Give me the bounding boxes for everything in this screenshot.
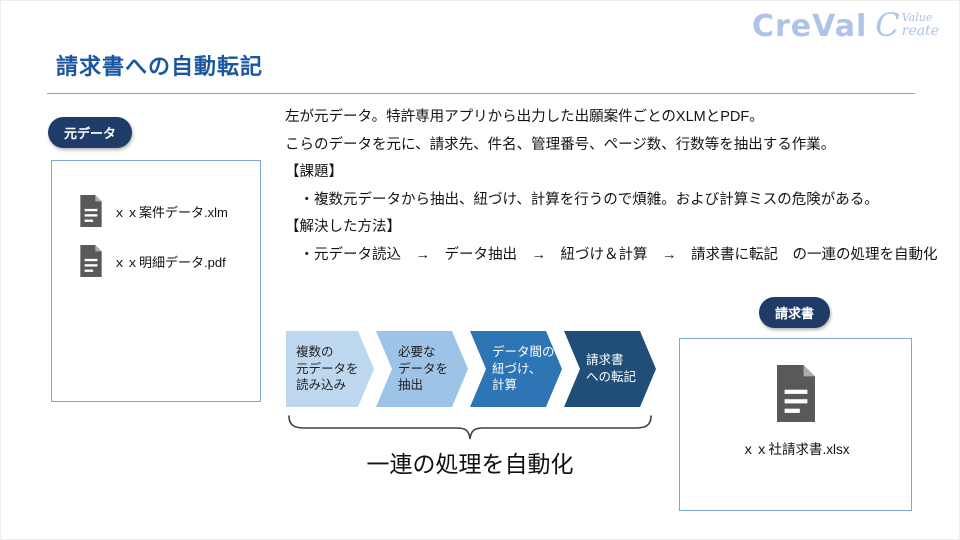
title-divider — [47, 93, 915, 94]
process-step-extract: 必要な データを 抽出 — [376, 331, 468, 407]
document-icon — [80, 195, 102, 227]
source-data-badge: 元データ — [48, 117, 133, 148]
logo-tagline-bottom: reate — [901, 22, 939, 39]
page-title: 請求書への自動転記 — [56, 54, 264, 79]
automation-caption: 一連の処理を自動化 — [366, 451, 574, 477]
process-step-link-calc: データ間の 紐づけ、 計算 — [470, 331, 562, 407]
description-block: 左が元データ。特許専用アプリから出力した出願案件ごとのXLMとPDF。 こらのデ… — [285, 104, 940, 269]
document-icon — [80, 245, 102, 277]
description-line: 【解決した方法】 — [285, 219, 401, 235]
logo-tagline: Value reate — [902, 12, 939, 38]
invoice-panel: ｘｘ社請求書.xlsx — [679, 338, 912, 511]
file-name: ｘｘ明細データ.pdf — [113, 254, 226, 270]
curly-brace — [288, 415, 652, 440]
description-line: 左が元データ。特許専用アプリから出力した出願案件ごとのXLMとPDF。 — [285, 109, 764, 125]
description-line: ・複数元データから抽出、紐づけ、計算を行うので煩雑。および計算ミスの危険がある。 — [285, 191, 879, 208]
process-step-read: 複数の 元データを 読み込み — [286, 331, 374, 407]
logo-wordmark: CreVal — [752, 9, 868, 44]
document-icon — [776, 365, 815, 422]
logo-tagline-top: Value — [901, 11, 933, 24]
creval-logo: CreVal C Value reate — [752, 9, 939, 44]
invoice-badge: 請求書 — [759, 297, 831, 328]
file-item: ｘｘ明細データ.pdf — [78, 245, 260, 277]
source-files-panel: ｘｘ案件データ.xlm ｘｘ明細データ.pdf — [51, 160, 261, 402]
process-flow: 複数の 元データを 読み込み 必要な データを 抽出 データ間の 紐づけ、 計算… — [286, 331, 656, 407]
file-name: ｘｘ案件データ.xlm — [113, 204, 228, 220]
description-line: 【課題】 — [285, 164, 343, 180]
logo-script-c: C — [875, 6, 900, 44]
description-line: こらのデータを元に、請求先、件名、管理番号、ページ数、行数等を抽出する作業。 — [285, 136, 836, 153]
file-name: ｘｘ社請求書.xlsx — [741, 442, 850, 457]
file-item: ｘｘ案件データ.xlm — [78, 195, 260, 227]
description-line: ・元データ読込 → データ抽出 → 紐づけ＆計算 → 請求書に転記 の一連の処理… — [285, 246, 938, 263]
process-step-transfer: 請求書 への転記 — [564, 331, 656, 407]
